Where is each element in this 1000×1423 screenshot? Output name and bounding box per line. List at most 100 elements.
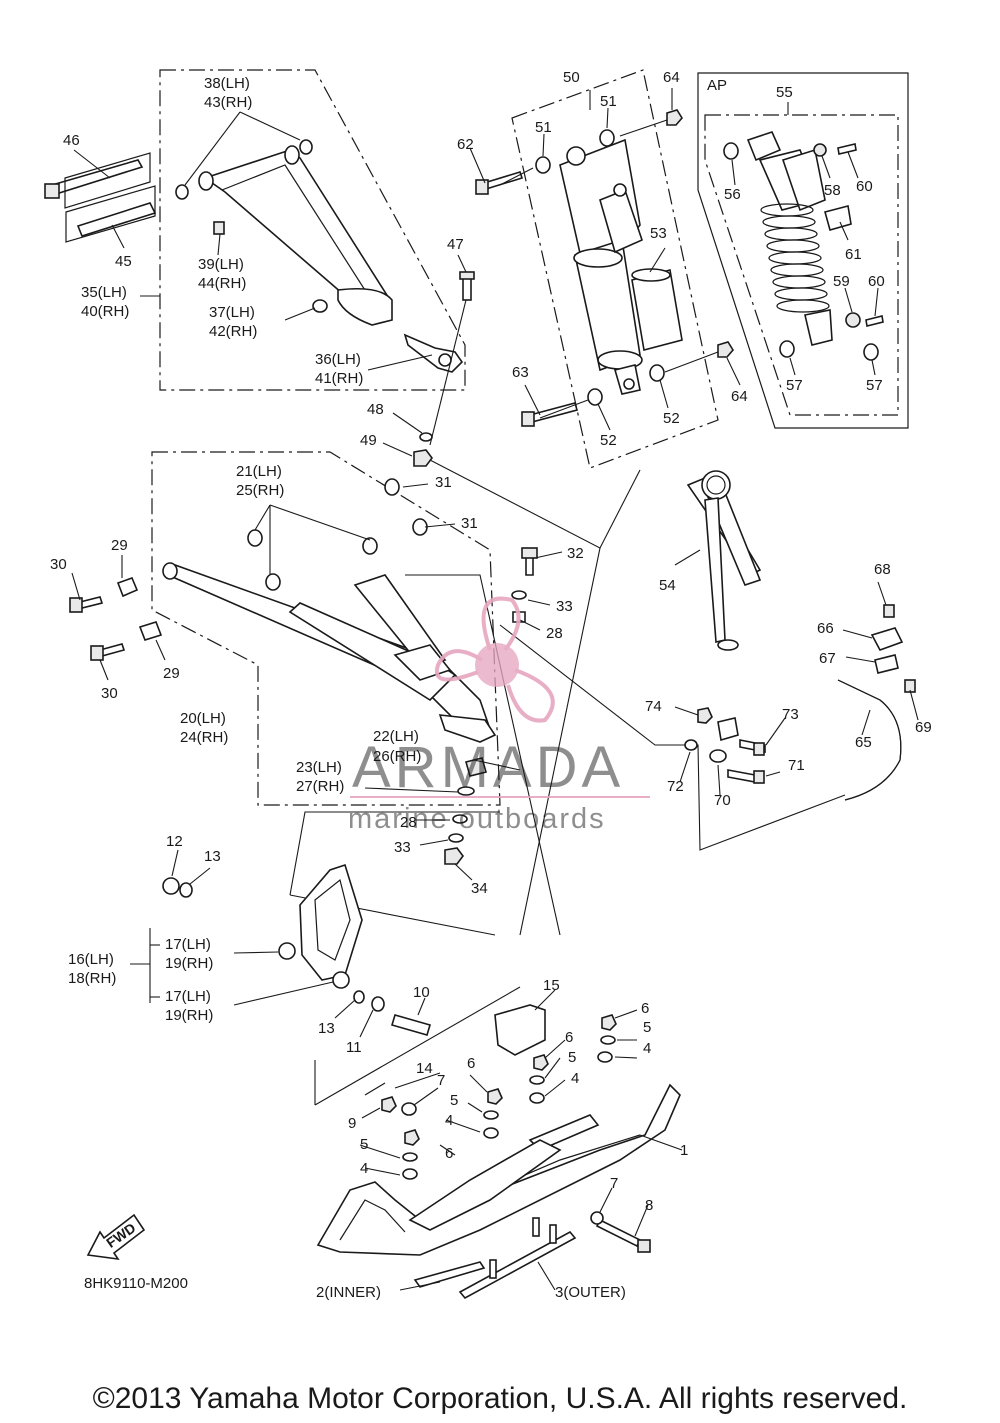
- watermark-brand: ARMADA: [352, 735, 624, 800]
- callout-44: 44(RH): [198, 275, 246, 292]
- callout-57a: 57: [786, 377, 803, 394]
- callout-73: 73: [782, 706, 799, 723]
- callout-72: 72: [667, 778, 684, 795]
- callout-43: 43(RH): [204, 94, 252, 111]
- watermark-tagline: marine outboards: [348, 803, 606, 835]
- callout-36: 36(LH): [315, 351, 361, 368]
- callout-47: 47: [447, 236, 464, 253]
- callout-labels: 1 2(INNER) 3(OUTER) 4 4 4 4 5 5 5 5 6 6 …: [50, 69, 932, 1301]
- callout-49: 49: [360, 432, 377, 449]
- callout-14: 14: [416, 1060, 433, 1077]
- callout-5b: 5: [568, 1049, 576, 1066]
- callout-37: 37(LH): [209, 304, 255, 321]
- callout-28b: 28: [400, 814, 417, 831]
- callout-1: 1: [680, 1142, 688, 1159]
- callout-67: 67: [819, 650, 836, 667]
- callout-57b: 57: [866, 377, 883, 394]
- callout-4a: 4: [643, 1040, 651, 1057]
- callout-65: 65: [855, 734, 872, 751]
- callout-5d: 5: [360, 1136, 368, 1153]
- callout-38: 38(LH): [204, 75, 250, 92]
- callout-22: 22(LH): [373, 728, 419, 745]
- callout-4b: 4: [571, 1070, 579, 1087]
- callout-51b: 51: [600, 93, 617, 110]
- callout-17a: 17(LH): [165, 936, 211, 953]
- callout-12: 12: [166, 833, 183, 850]
- callout-9: 9: [348, 1115, 356, 1132]
- callout-6b: 6: [565, 1029, 573, 1046]
- callout-52b: 52: [663, 410, 680, 427]
- callout-4c: 4: [445, 1112, 453, 1129]
- ski-spindle: [162, 863, 431, 1036]
- callout-68: 68: [874, 561, 891, 578]
- callout-16: 16(LH): [68, 951, 114, 968]
- callout-51a: 51: [535, 119, 552, 136]
- callout-13b: 13: [318, 1020, 335, 1037]
- callout-29b: 29: [163, 665, 180, 682]
- callout-19b: 19(RH): [165, 1007, 213, 1024]
- callout-4d: 4: [360, 1160, 368, 1177]
- callout-52a: 52: [600, 432, 617, 449]
- callout-55: 55: [776, 84, 793, 101]
- callout-53: 53: [650, 225, 667, 242]
- callout-2: 2(INNER): [316, 1284, 381, 1301]
- callout-39: 39(LH): [198, 256, 244, 273]
- callout-42: 42(RH): [209, 323, 257, 340]
- callout-40: 40(RH): [81, 303, 129, 320]
- callout-17b: 17(LH): [165, 988, 211, 1005]
- callout-74: 74: [645, 698, 662, 715]
- callout-63: 63: [512, 364, 529, 381]
- fwd-arrow-icon: FWD: [86, 1213, 146, 1261]
- callout-64a: 64: [663, 69, 680, 86]
- callout-32: 32: [567, 545, 584, 562]
- callout-46: 46: [63, 132, 80, 149]
- ap-label: AP: [707, 77, 727, 94]
- diagram-code: 8HK9110-M200: [84, 1275, 188, 1292]
- callout-5a: 5: [643, 1019, 651, 1036]
- callout-61: 61: [845, 246, 862, 263]
- steering-linkage: [684, 470, 916, 801]
- callout-33a: 33: [556, 598, 573, 615]
- callout-leaders: [71, 88, 919, 1291]
- callout-48: 48: [367, 401, 384, 418]
- callout-60b: 60: [868, 273, 885, 290]
- callout-35: 35(LH): [81, 284, 127, 301]
- callout-7b: 7: [610, 1175, 618, 1192]
- callout-34: 34: [471, 880, 488, 897]
- callout-45: 45: [115, 253, 132, 270]
- callout-25: 25(RH): [236, 482, 284, 499]
- callout-23: 23(LH): [296, 759, 342, 776]
- callout-5c: 5: [450, 1092, 458, 1109]
- ski: [316, 1004, 681, 1300]
- callout-30a: 30: [50, 556, 67, 573]
- callout-41: 41(RH): [315, 370, 363, 387]
- group-boundaries: [151, 69, 909, 1106]
- callout-64b: 64: [731, 388, 748, 405]
- callout-13a: 13: [204, 848, 221, 865]
- callout-69: 69: [915, 719, 932, 736]
- ap-coilover-shock: [723, 131, 884, 361]
- callout-71: 71: [788, 757, 805, 774]
- lower-a-arm: [69, 478, 538, 865]
- callout-18: 18(RH): [68, 970, 116, 987]
- callout-21: 21(LH): [236, 463, 282, 480]
- callout-3: 3(OUTER): [555, 1284, 626, 1301]
- callout-11: 11: [346, 1039, 362, 1056]
- callout-29a: 29: [111, 537, 128, 554]
- callout-15: 15: [543, 977, 560, 994]
- callout-7a: 7: [437, 1072, 445, 1089]
- callout-31b: 31: [461, 515, 478, 532]
- callout-50: 50: [563, 69, 580, 86]
- callout-20: 20(LH): [180, 710, 226, 727]
- copyright-notice: ©2013 Yamaha Motor Corporation, U.S.A. A…: [93, 1382, 908, 1415]
- callout-10: 10: [413, 984, 430, 1001]
- callout-54: 54: [659, 577, 676, 594]
- callout-31a: 31: [435, 474, 452, 491]
- callout-26: 26(RH): [373, 748, 421, 765]
- callout-59: 59: [833, 273, 850, 290]
- callout-27: 27(RH): [296, 778, 344, 795]
- callout-19a: 19(RH): [165, 955, 213, 972]
- callout-30b: 30: [101, 685, 118, 702]
- callout-60a: 60: [856, 178, 873, 195]
